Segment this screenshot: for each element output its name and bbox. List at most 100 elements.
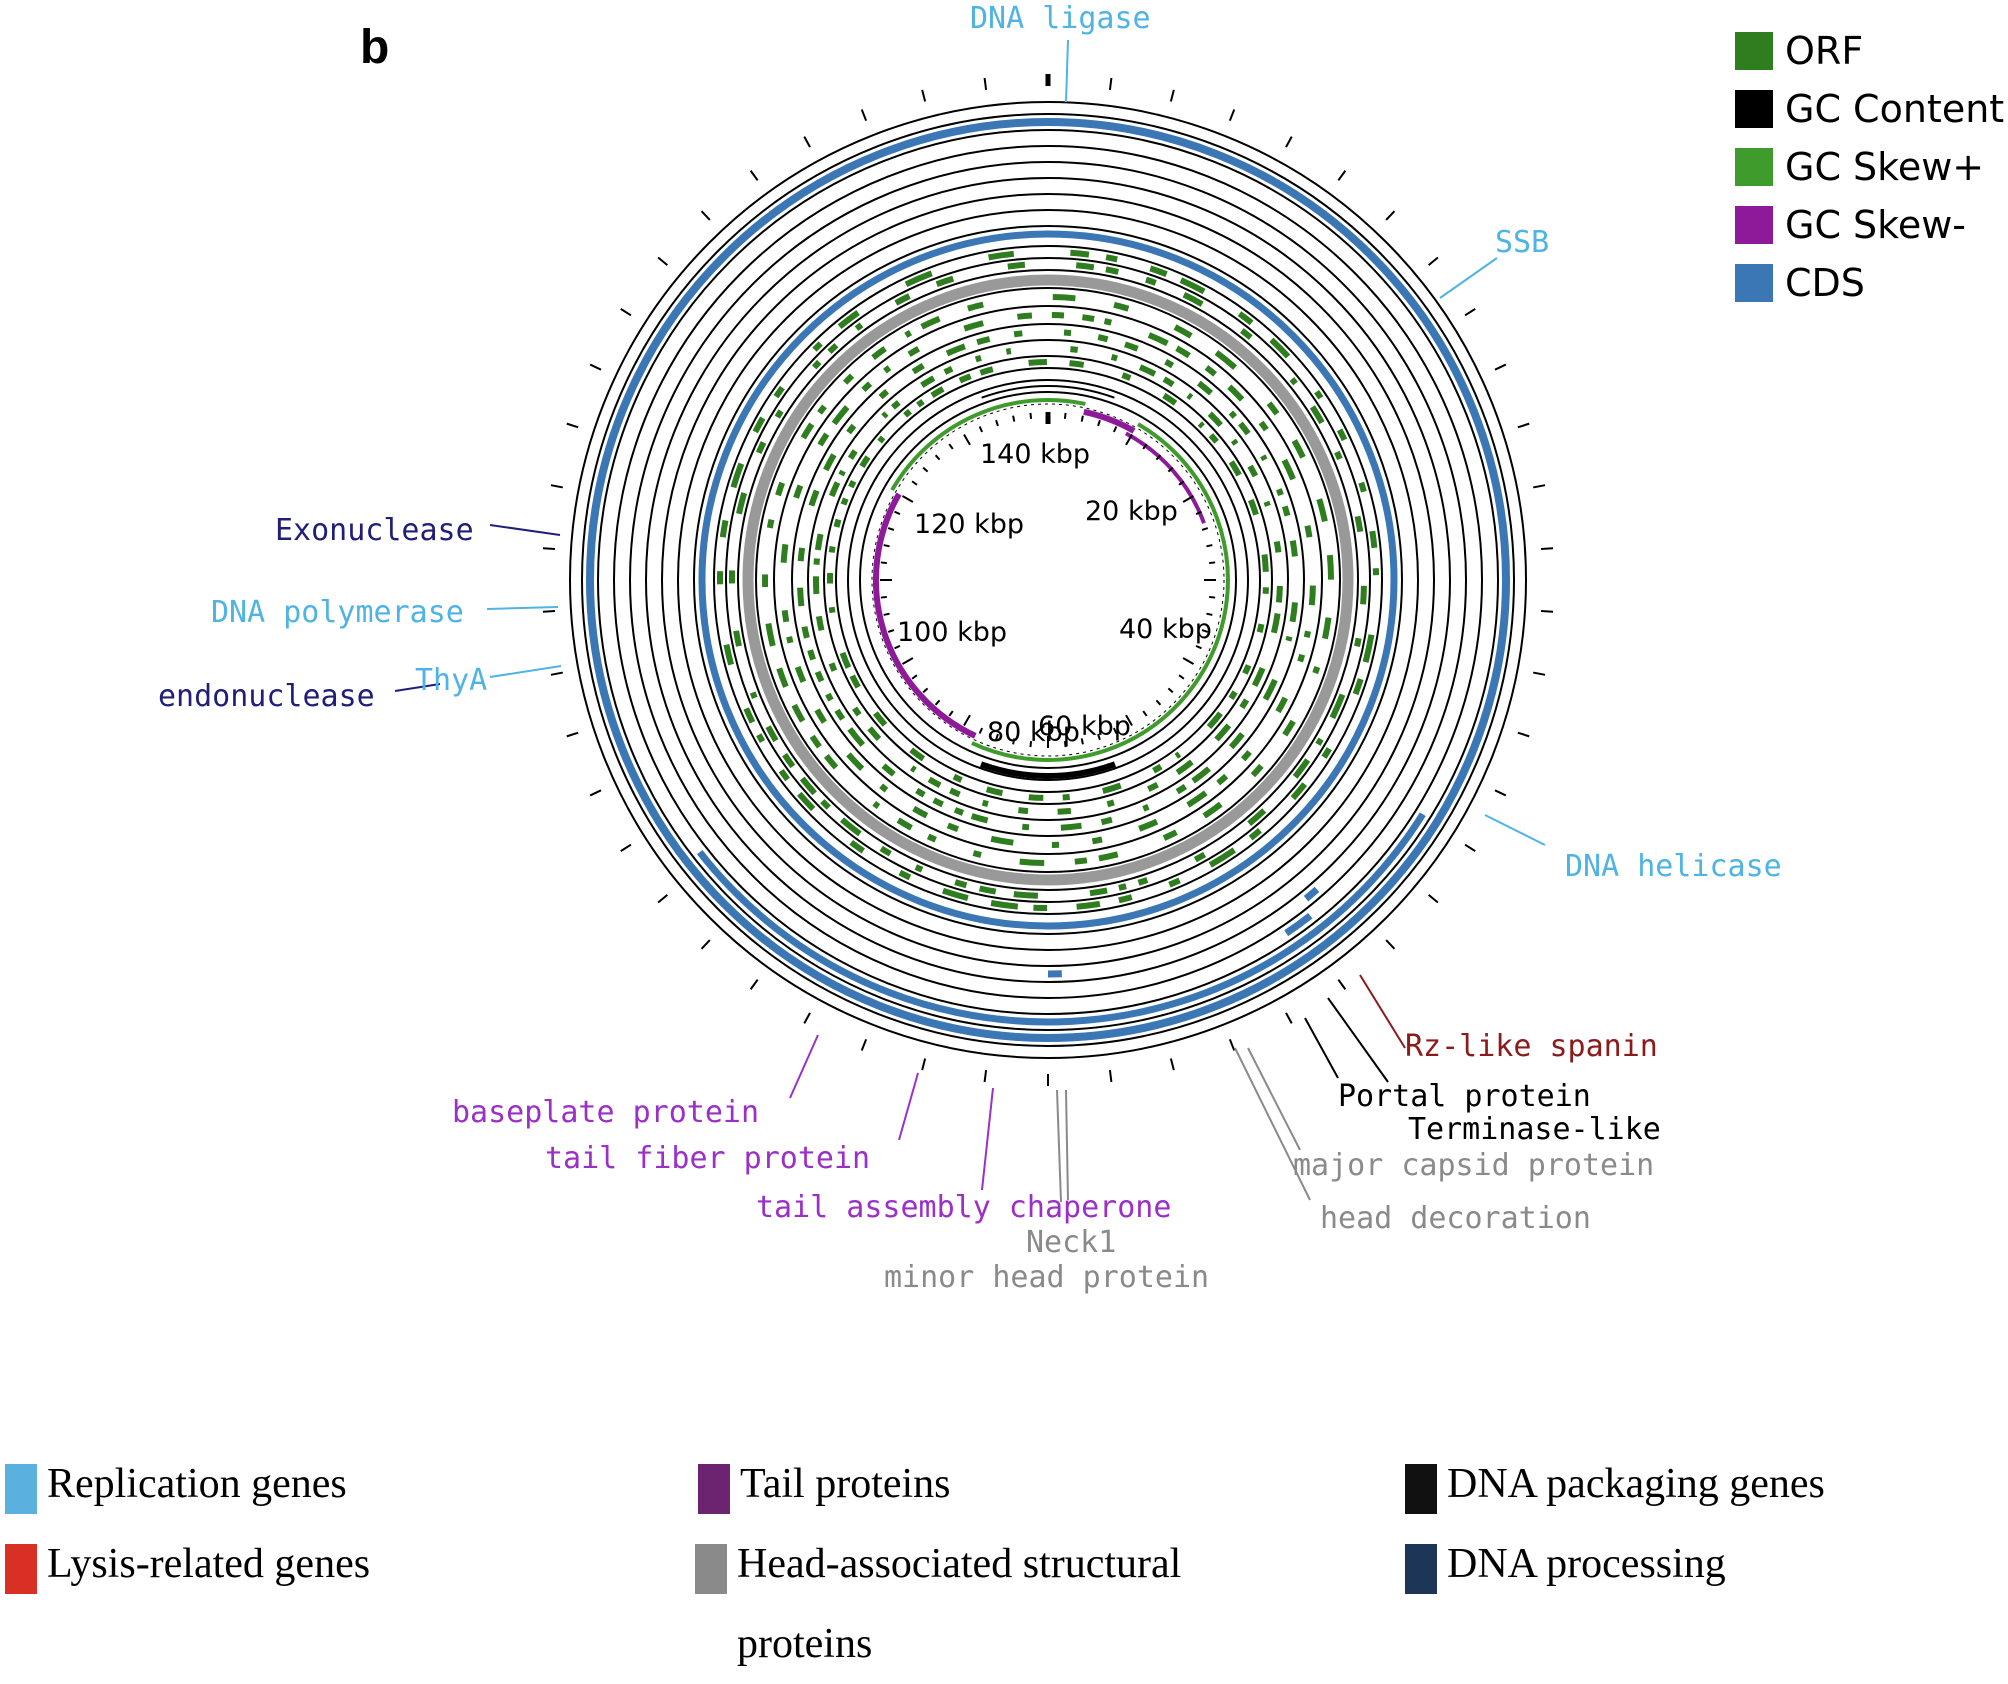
kbp-label-60: 60 kbp (1038, 711, 1131, 742)
leader-line (790, 1035, 818, 1098)
orf-mark (980, 369, 992, 373)
orf-mark (929, 779, 940, 785)
orf-mark (1177, 348, 1190, 355)
outer-tick (1386, 940, 1394, 949)
inner-tick (1030, 413, 1031, 419)
orf-mark (726, 645, 731, 665)
orf-mark (820, 434, 827, 445)
gene-label-tail-assembly-chaperone: tail assembly chaperone (756, 1190, 1171, 1225)
cds-track (590, 122, 1506, 1038)
outer-tick (702, 940, 710, 949)
track-ring (694, 226, 1402, 934)
orf-mark (1319, 499, 1325, 521)
outer-tick (1286, 137, 1292, 148)
orf-mark (1240, 424, 1248, 434)
track-rings (570, 102, 1526, 1058)
outer-tick (702, 211, 710, 220)
orf-mark (1279, 586, 1280, 602)
orf-mark (1315, 667, 1317, 673)
orf-mark (973, 853, 981, 855)
orf-mark (820, 406, 825, 413)
legend-swatch-cds (1735, 264, 1773, 302)
legend-item-gc-content: GC Content (1735, 80, 2004, 138)
outer-tick (658, 257, 667, 265)
outer-tick (543, 611, 555, 612)
outer-tick (551, 673, 563, 675)
inner-tick (923, 468, 927, 472)
orf-mark (950, 790, 959, 794)
orf-mark (1293, 602, 1296, 621)
orf-mark (1361, 483, 1364, 492)
orf-mark (1211, 435, 1217, 442)
inner-tick (949, 444, 953, 449)
inner-tick (964, 715, 970, 725)
outer-tick (543, 548, 555, 549)
orf-mark (1177, 787, 1185, 792)
inner-tick (1082, 416, 1083, 422)
gc-skew-plus-curve (972, 424, 1228, 760)
outer-tick (804, 137, 810, 148)
outer-tick (567, 733, 578, 737)
orf-mark (1200, 424, 1203, 427)
orf-mark (1300, 655, 1302, 662)
outer-tick (1495, 790, 1506, 795)
orf-mark (1206, 368, 1215, 375)
orf-mark (1164, 832, 1176, 838)
outer-tick (922, 1058, 925, 1070)
inner-tick (1156, 700, 1160, 704)
orf-mark (736, 631, 739, 646)
orf-mark (1324, 749, 1329, 758)
orf-mark (1017, 316, 1032, 317)
orf-mark (776, 388, 782, 397)
orf-mark (798, 667, 804, 682)
category-lysis: Lysis-related genes (5, 1538, 370, 1604)
orf-mark (1092, 839, 1102, 841)
orf-mark (1177, 762, 1192, 773)
gene-label-terminase-like: Terminase-like (1408, 1112, 1661, 1147)
orf-mark (1090, 890, 1107, 893)
gene-label-ssb: SSB (1495, 225, 1549, 260)
kbp-label-40: 40 kbp (1119, 614, 1212, 645)
category-packaging: DNA packaging genes (1405, 1458, 1825, 1524)
orf-mark (1284, 460, 1293, 479)
orf-mark (755, 418, 763, 432)
gene-label-dna-helicase: DNA helicase (1565, 849, 1782, 884)
orf-mark (834, 407, 847, 423)
inner-tick (903, 658, 913, 664)
orf-mark (817, 710, 824, 722)
orf-mark (842, 820, 860, 834)
category-swatch-processing (1405, 1544, 1437, 1594)
orf-mark (841, 471, 843, 475)
outer-tick (922, 90, 925, 102)
leader-line (487, 607, 558, 609)
legend-swatch-gc-skew-minus (1735, 206, 1773, 244)
gene-label-dna-polymerase: DNA polymerase (211, 595, 464, 630)
orf-mark (837, 520, 839, 527)
outer-tick (658, 895, 667, 903)
orf-mark (794, 705, 803, 721)
cds-arc (1306, 889, 1317, 898)
category-replication: Replication genes (5, 1458, 347, 1524)
orf-mark (989, 254, 1014, 258)
inner-tick (888, 630, 894, 632)
orf-mark (1070, 253, 1089, 255)
orf-mark (1285, 506, 1288, 515)
orf-mark (1125, 344, 1138, 349)
cds-arc (1286, 916, 1310, 934)
outer-tick (751, 171, 758, 181)
orf-mark (1231, 734, 1242, 747)
gene-label-head-decoration: head decoration (1320, 1201, 1591, 1236)
orf-mark (1357, 638, 1359, 646)
outer-tick (621, 309, 631, 315)
legend-item-gc-skew-plus: GC Skew+ (1735, 138, 2004, 196)
orf-mark (1255, 668, 1263, 685)
category-swatch-replication (5, 1464, 37, 1514)
orf-mark (1146, 280, 1156, 283)
gene-label-exonuclease: Exonuclease (275, 513, 474, 548)
inner-tick (980, 728, 982, 733)
orf-mark (1271, 340, 1288, 357)
orf-mark (1312, 586, 1313, 606)
inner-tick (949, 711, 953, 716)
orf-mark (922, 378, 934, 385)
outer-tick (804, 1013, 810, 1024)
